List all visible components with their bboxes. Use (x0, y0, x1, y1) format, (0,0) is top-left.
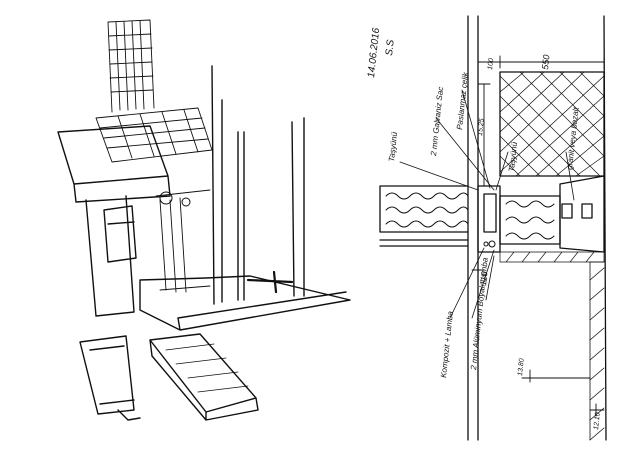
label-tasyunu: Taşyünü (387, 131, 399, 162)
insulation (379, 185, 469, 233)
dim-110: 110 (478, 271, 489, 286)
cladding-grid (107, 19, 155, 113)
floor-slab (139, 275, 351, 331)
dim-100: 100 (487, 58, 495, 70)
section-detail (379, 15, 607, 441)
dim-1210: 12.10 (593, 412, 602, 430)
dim-1525: 15.25 (477, 118, 486, 136)
initials-label: S.S (384, 39, 397, 57)
dimension-lines (471, 55, 605, 417)
fixing-detail (159, 191, 173, 205)
joint-detail (477, 175, 605, 263)
dim-550: 550 (540, 54, 552, 70)
date-label: 14.06.2016 (366, 27, 382, 78)
soffit-tiles (95, 107, 213, 163)
slab-lines (379, 239, 469, 247)
leader-lines (399, 89, 575, 319)
label-tasyunu-2: Taşyünü (507, 141, 519, 172)
window-mullions (155, 189, 211, 293)
bracket (103, 205, 137, 263)
beam-box (57, 125, 171, 203)
lower-hatch (589, 261, 605, 441)
column-base (79, 335, 135, 415)
column (85, 195, 135, 317)
perspective-sketch (57, 19, 351, 421)
ground-bar (246, 270, 294, 294)
dim-1380: 13.80 (517, 358, 526, 376)
lower-bench (149, 333, 259, 421)
wall-lines (211, 65, 305, 305)
